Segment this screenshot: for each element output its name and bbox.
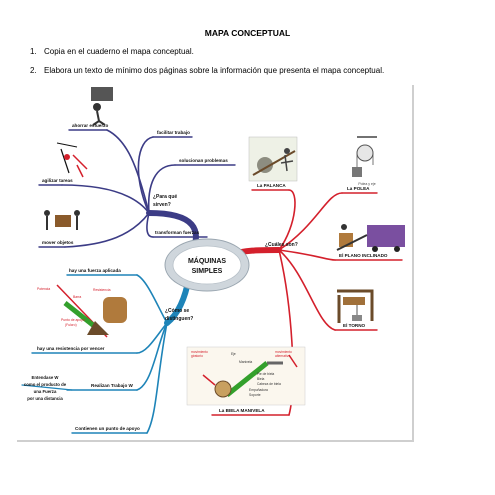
svg-text:una Fuerza: una Fuerza bbox=[34, 389, 57, 394]
svg-text:Eje: Eje bbox=[231, 352, 236, 356]
svg-text:Biela: Biela bbox=[257, 377, 264, 381]
inclined-plane-illustration bbox=[336, 224, 405, 252]
why-item-transforman: transforman fuerzas bbox=[155, 230, 200, 235]
svg-text:Manivela: Manivela bbox=[239, 360, 252, 364]
instruction-text: Elabora un texto de mínimo dos páginas s… bbox=[44, 66, 385, 75]
svg-text:Pie de biela: Pie de biela bbox=[257, 372, 274, 376]
svg-text:Soporte: Soporte bbox=[249, 393, 261, 397]
why-item-agilizar: agilizar tareas bbox=[42, 178, 73, 183]
page-title: MAPA CONCEPTUAL bbox=[204, 28, 291, 38]
svg-text:Entendase W: Entendase W bbox=[32, 375, 60, 380]
instruction-1: 1.Copia en el cuaderno el mapa conceptua… bbox=[30, 47, 194, 56]
concept-map: MÁQUINAS SIMPLES ¿Para qué sirven? ¿Cuál… bbox=[17, 85, 414, 442]
why-branch-lines bbox=[38, 129, 236, 256]
why-question: ¿Para qué bbox=[153, 194, 177, 200]
which-item-torno: El TORNO bbox=[343, 323, 366, 328]
lever-diagram bbox=[56, 284, 127, 338]
svg-text:movimiento: movimiento bbox=[191, 350, 208, 354]
moving-objects-illustration bbox=[44, 210, 80, 230]
why-item-facilitar: facilitar trabajo bbox=[157, 130, 190, 135]
lever-labels: Potencia Barra Resistencia Punto de apoy… bbox=[37, 287, 111, 327]
svg-text:giratorio: giratorio bbox=[191, 354, 203, 358]
center-title-line1: MÁQUINAS bbox=[188, 256, 226, 265]
svg-text:Resistencia: Resistencia bbox=[93, 288, 111, 292]
which-question: ¿Cuáles son? bbox=[265, 242, 298, 248]
clock-illustration bbox=[56, 142, 88, 178]
instruction-2: 2.Elabora un texto de mínimo dos páginas… bbox=[30, 66, 385, 75]
svg-text:movimiento: movimiento bbox=[275, 350, 292, 354]
how-item-trabajo: Realizan Trabajo W bbox=[91, 383, 134, 388]
crank-labels: movimiento giratorio Eje Manivela movimi… bbox=[191, 350, 292, 397]
why-item-solucionan: solucionan problemas bbox=[179, 158, 228, 163]
how-item-fuerza: hay una fuerza aplicada bbox=[69, 268, 121, 273]
center-title-line2: SIMPLES bbox=[192, 268, 223, 275]
svg-text:por una distancia: por una distancia bbox=[27, 396, 63, 401]
winch-illustration bbox=[337, 289, 374, 323]
person-pushing-illustration bbox=[91, 87, 113, 126]
work-note: Entendase W como el producto de una Fuer… bbox=[24, 375, 67, 401]
svg-text:Empuñadura: Empuñadura bbox=[249, 388, 268, 392]
which-item-plano: El PLANO INCLINADO bbox=[339, 253, 388, 258]
concept-map-canvas: MÁQUINAS SIMPLES ¿Para qué sirven? ¿Cuál… bbox=[21, 87, 405, 434]
crank-diagram bbox=[186, 346, 306, 406]
svg-text:(Fulcro): (Fulcro) bbox=[65, 323, 77, 327]
lever-illustration bbox=[248, 136, 298, 182]
svg-text:Barra: Barra bbox=[73, 295, 81, 299]
instruction-text: Copia en el cuaderno el mapa conceptual. bbox=[44, 47, 194, 56]
how-question-2: distinguen? bbox=[165, 316, 193, 322]
how-item-resistencia: hay una resistencia por vencer bbox=[37, 346, 105, 351]
svg-text:Punto de apoyo: Punto de apoyo bbox=[61, 318, 85, 322]
why-item-mover: mover objetos bbox=[42, 240, 74, 245]
which-item-biela: La BIELA MANIVELA bbox=[219, 408, 265, 413]
pulley-illustration: Polea y eje bbox=[352, 136, 377, 186]
pulley-caption: Polea y eje bbox=[358, 182, 375, 186]
which-item-palanca: La PALANCA bbox=[257, 183, 286, 188]
how-question: ¿Cómo se bbox=[165, 308, 189, 314]
svg-text:Cabeza de biela: Cabeza de biela bbox=[257, 382, 281, 386]
svg-text:alternativo: alternativo bbox=[275, 354, 290, 358]
how-item-apoyo: Contienen un punto de apoyo bbox=[75, 426, 140, 431]
center-hub: MÁQUINAS SIMPLES bbox=[164, 238, 250, 292]
which-item-polea: La POLEA bbox=[347, 186, 370, 191]
why-question-2: sirven? bbox=[153, 202, 171, 208]
why-item-ahorrar: ahorrar esfuerzo bbox=[72, 123, 108, 128]
svg-text:como el producto de: como el producto de bbox=[24, 382, 67, 387]
svg-text:Potencia: Potencia bbox=[37, 287, 50, 291]
